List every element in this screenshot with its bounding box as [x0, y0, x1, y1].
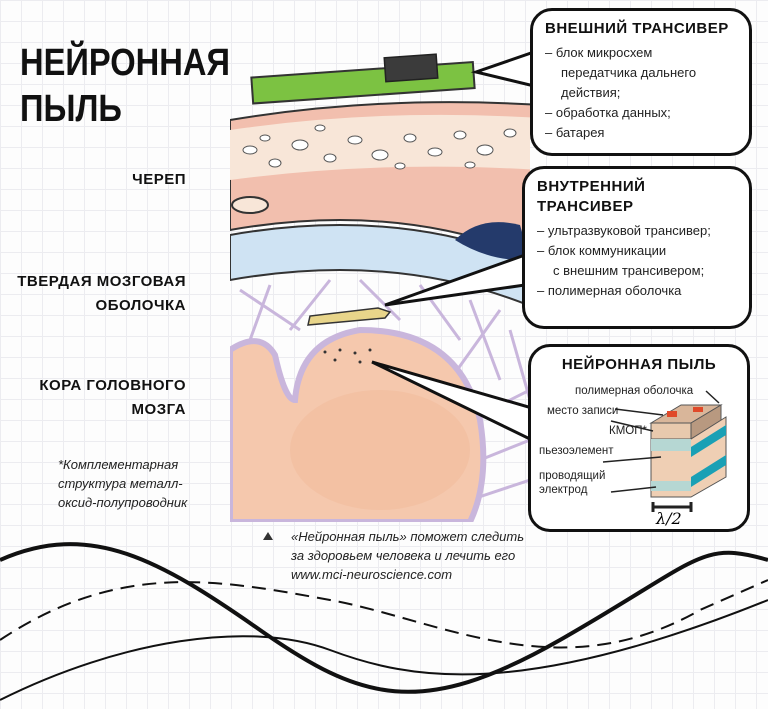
caption: «Нейронная пыль» поможет следить за здор…: [263, 527, 525, 584]
label-dura: ТВЕРДАЯ МОЗГОВАЯ ОБОЛОЧКА: [17, 270, 186, 318]
footnote-line: *Комплементарная: [58, 457, 179, 472]
callout-title: ВНЕШНИЙ ТРАНСИВЕР: [545, 20, 729, 37]
part-label-piezo: пьезоэлемент: [539, 445, 614, 457]
callout-item: полимерная оболочка: [537, 281, 737, 301]
footnote: *Комплементарная структура металл- оксид…: [58, 455, 187, 512]
caption-line: «Нейронная пыль» поможет следить: [291, 529, 525, 544]
caption-source-url: www.mci-neuroscience.com: [291, 567, 453, 582]
callout-title: НЕЙРОННАЯ ПЫЛЬ: [561, 356, 717, 373]
label-line: ТВЕРДАЯ МОЗГОВАЯ: [17, 273, 186, 290]
callout-item: батарея: [545, 123, 737, 143]
label-line: ОБОЛОЧКА: [95, 297, 186, 314]
callout-item: ультразвуковой трансивер;: [537, 221, 737, 241]
label-cortex: КОРА ГОЛОВНОГО МОЗГА: [39, 374, 186, 422]
dura-layer: [230, 224, 530, 307]
footnote-line: структура металл-: [58, 476, 183, 491]
triangle-icon: [263, 532, 273, 540]
neural-dust-mote-diagram: [602, 390, 727, 512]
internal-transceiver-chip: [307, 307, 392, 326]
decorative-wave-solid: [0, 599, 768, 701]
bone-layer: [230, 114, 530, 180]
title-line: НЕЙРОННАЯ: [20, 42, 230, 84]
label-line: КОРА ГОЛОВНОГО: [39, 377, 186, 394]
decorative-wave-dashed: [0, 579, 768, 649]
part-label-recording-site: место записи: [547, 405, 619, 417]
callout-item: обработка данных;: [545, 103, 737, 123]
callout-item: передатчика дальнего: [561, 65, 697, 80]
decorative-wave-solid: [0, 542, 768, 694]
callout-neural-dust: НЕЙРОННАЯ ПЫЛЬ полимерная оболочка место…: [528, 344, 750, 532]
callout-item: действия;: [561, 85, 621, 100]
callout-item: блок микросхем: [545, 43, 737, 63]
callout-internal-transceiver: ВНУТРЕННИЙ ТРАНСИВЕР ультразвуковой транс…: [522, 166, 752, 329]
title-line: ТРАНСИВЕР: [537, 198, 634, 215]
callout-item: блок коммуникации: [537, 241, 737, 261]
title-line: ПЫЛЬ: [20, 88, 122, 130]
label-line: проводящий: [539, 470, 606, 482]
part-label-cmos: КМОП*: [609, 425, 647, 437]
label-line: МОЗГА: [131, 401, 186, 418]
caption-line: за здоровьем человека и лечить его: [291, 548, 516, 563]
callout-external-transceiver: ВНЕШНИЙ ТРАНСИВЕР блок микросхем передат…: [530, 8, 752, 156]
part-label-electrode: проводящий электрод: [539, 469, 605, 497]
dimension-label: λ/2: [656, 509, 682, 528]
label-line: электрод: [539, 484, 588, 496]
callout-item: с внешним трансивером;: [553, 263, 705, 278]
footnote-line: оксид-полупроводник: [58, 495, 188, 510]
callout-title: ВНУТРЕННИЙ ТРАНСИВЕР: [537, 177, 737, 217]
page-title: НЕЙРОННАЯ ПЫЛЬ: [20, 40, 230, 132]
part-label-polymer-shell: полимерная оболочка: [575, 385, 694, 397]
title-line: ВНУТРЕННИЙ: [537, 178, 646, 195]
external-transceiver-board: [250, 61, 476, 105]
label-skull: ЧЕРЕП: [132, 171, 186, 188]
microchip: [383, 53, 439, 83]
